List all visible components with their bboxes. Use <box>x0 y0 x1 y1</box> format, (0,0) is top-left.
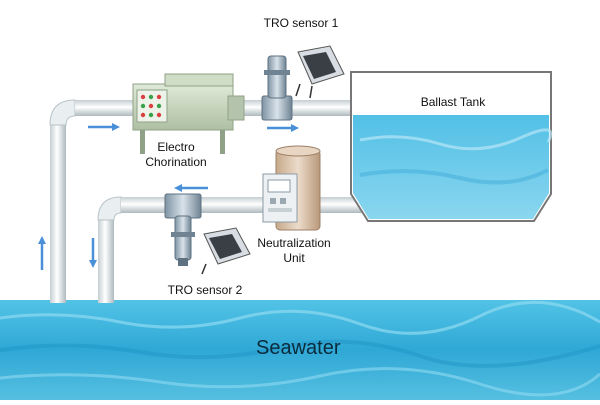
tro-sensor-2-label: TRO sensor 2 <box>167 283 243 297</box>
flow-arrows <box>38 123 299 270</box>
seawater-label: Seawater <box>256 337 341 359</box>
tro-sensor-2 <box>164 193 251 275</box>
seawater-body <box>0 300 600 400</box>
ballast-tank <box>350 71 553 222</box>
tro-sensor-1 <box>261 45 345 121</box>
neutralization-unit-label: Neutralization Unit <box>257 236 331 265</box>
tro-sensor-1-label: TRO sensor 1 <box>263 16 339 30</box>
neutralization-unit <box>262 145 321 231</box>
electro-chlorination-unit <box>132 73 245 154</box>
ballast-tank-label: Ballast Tank <box>420 95 486 109</box>
electro-chlorination-label: Electro Chorination <box>145 140 207 169</box>
